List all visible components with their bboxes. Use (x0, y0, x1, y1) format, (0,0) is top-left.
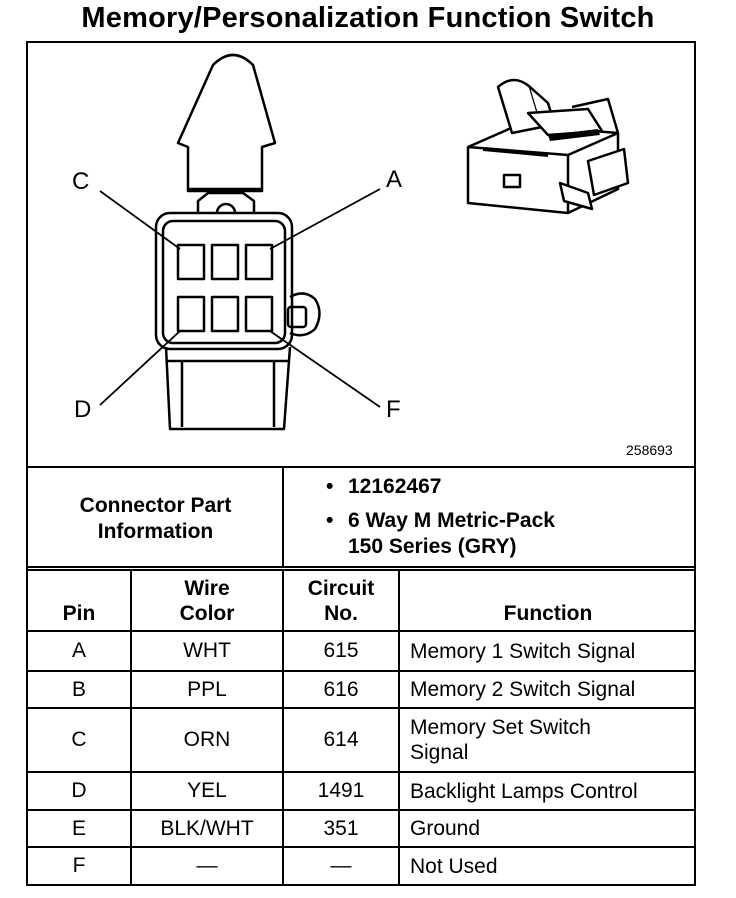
connector-info: • 12162467 • 6 Way M Metric-Pack 150 Serie… (326, 474, 555, 560)
label-c: C (72, 168, 90, 195)
table-row-circuit: 615 (323, 639, 359, 662)
description-2: 150 Series (GRY) (348, 535, 517, 558)
table-row-wire: PPL (187, 677, 227, 701)
label-f: F (386, 396, 401, 423)
table-row-function: Memory 2 Switch Signal (410, 678, 636, 701)
part-number: 12162467 (348, 475, 442, 498)
table-row-wire: ORN (183, 728, 231, 751)
connector-3d-view (466, 78, 630, 215)
divider (130, 569, 132, 886)
table-row-circuit: — (330, 854, 352, 877)
figure-number: 258693 (626, 442, 673, 458)
leader-c (99, 190, 181, 250)
table-row-function: Memory 1 Switch Signal (410, 639, 636, 663)
table-row-function: Not Used (410, 854, 498, 878)
page-title: Memory/Personalization Function Switch (81, 2, 655, 34)
table-row-pin: F (72, 854, 86, 877)
table-row-circuit: 614 (323, 728, 359, 751)
cavity-f (244, 295, 274, 333)
table-row-function: Memory Set Switch Signal (400, 709, 696, 771)
header-wire-color: Wire Color (132, 572, 282, 630)
side-key (289, 292, 321, 337)
leader-f (269, 330, 381, 408)
header-wire-color-2: Color (179, 602, 235, 625)
table-row-function: Ground (410, 817, 481, 840)
connector-info-label: Connector Part Information (79, 493, 232, 543)
divider (282, 466, 284, 568)
label-a: A (386, 166, 403, 193)
diagram-frame (26, 41, 696, 886)
table-row-pin: A (71, 639, 86, 662)
divider (26, 466, 696, 468)
table-row-wire: BLK/WHT (160, 816, 254, 840)
table-row-wire: WHT (183, 639, 231, 662)
divider (26, 630, 696, 632)
divider (26, 569, 696, 571)
header-wire-color-1: Wire (184, 577, 230, 600)
divider (26, 846, 696, 848)
leader-a (269, 188, 381, 250)
header-circuit: Circuit No. (284, 572, 398, 630)
divider (26, 670, 696, 672)
label-d: D (74, 396, 92, 423)
cavity-b (210, 243, 240, 281)
cavity-e (210, 295, 240, 333)
header-circuit-1: Circuit (307, 577, 375, 600)
connector-diagram (99, 53, 630, 431)
table-row-pin: E (71, 816, 86, 840)
divider (26, 707, 696, 709)
table-row-pin: B (71, 677, 86, 701)
part-number-line: • 12162467 (326, 474, 555, 500)
divider (398, 569, 400, 886)
latch (196, 191, 256, 215)
table-row-circuit: 1491 (317, 779, 365, 802)
description-1: 6 Way M Metric-Pack (348, 509, 555, 532)
table-row-pin: D (71, 779, 87, 802)
function-line-1: Memory Set Switch (410, 716, 591, 739)
table-row-circuit: 616 (323, 677, 359, 701)
header-pin: Pin (62, 601, 96, 625)
divider (26, 809, 696, 811)
table-row-circuit: 351 (323, 816, 359, 840)
bullet: • (326, 475, 334, 498)
cavity-a (244, 243, 274, 281)
header-circuit-2: No. (324, 602, 358, 625)
wire-dress (164, 346, 292, 431)
bullet: • (326, 509, 334, 532)
divider (282, 569, 284, 886)
divider (26, 771, 696, 773)
table-row-wire: YEL (187, 779, 227, 802)
cavity-c (176, 243, 206, 281)
header-function: Function (503, 601, 593, 625)
leader-d (99, 330, 181, 406)
connector-body (154, 211, 294, 351)
table-row-wire: — (196, 854, 218, 877)
table-row-pin: C (71, 728, 87, 751)
description-line: • 6 Way M Metric-Pack (326, 508, 555, 534)
cavity-d (176, 295, 206, 333)
function-line-2: Signal (410, 741, 469, 764)
table-row-function: Backlight Lamps Control (410, 779, 638, 803)
divider (26, 566, 696, 568)
locking-tab (176, 53, 277, 193)
